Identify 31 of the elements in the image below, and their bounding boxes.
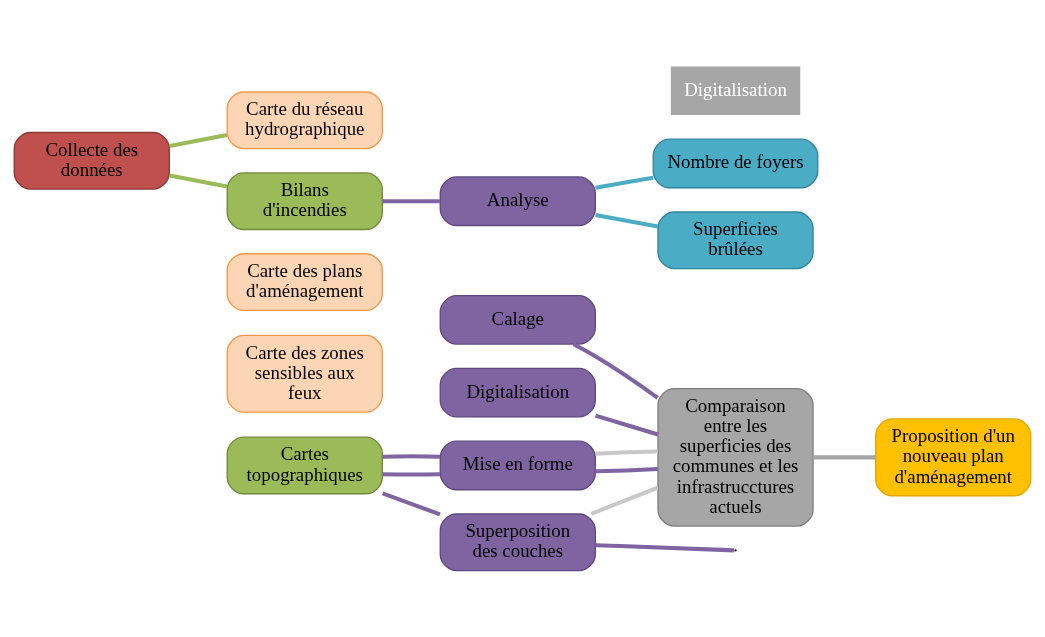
node-box: Carte des zones sensibles aux feux — [226, 334, 383, 413]
node-box: Collecte des données — [13, 131, 170, 190]
node-box: Digitalisation — [439, 367, 596, 418]
connector — [594, 413, 659, 437]
connector — [382, 472, 440, 477]
node-box: Carte des plans d'aménagement — [226, 253, 383, 312]
connector — [572, 342, 659, 400]
node-box: Cartes topographiques — [226, 436, 383, 495]
connector — [382, 454, 440, 459]
connector — [595, 449, 659, 456]
node-box: Analyse — [439, 176, 596, 227]
connector — [169, 173, 228, 189]
connector — [381, 491, 441, 517]
node-box: Superposition des couches — [439, 513, 596, 572]
node-box: Carte du réseau hydrographique — [226, 91, 383, 150]
connector — [590, 485, 659, 516]
connector — [169, 133, 228, 149]
node-box: Bilans d'incendies — [226, 172, 383, 231]
connector — [595, 213, 659, 229]
node-box: Nombre de foyers — [652, 138, 819, 189]
connector — [382, 199, 440, 204]
connector — [595, 175, 654, 190]
connector — [595, 466, 659, 474]
connector — [813, 455, 876, 460]
node-box: Comparaison entre les superficies des communes et les infrastrucctures actuels — [657, 387, 814, 527]
node-box: Superficies brûlées — [657, 211, 814, 270]
node-box: Mise en forme — [439, 440, 596, 491]
label: Digitalisation — [684, 78, 787, 100]
node-box: Proposition d'un nouveau plan d'aménagement — [875, 418, 1032, 497]
connector — [595, 543, 735, 553]
node-box: Calage — [439, 294, 596, 345]
